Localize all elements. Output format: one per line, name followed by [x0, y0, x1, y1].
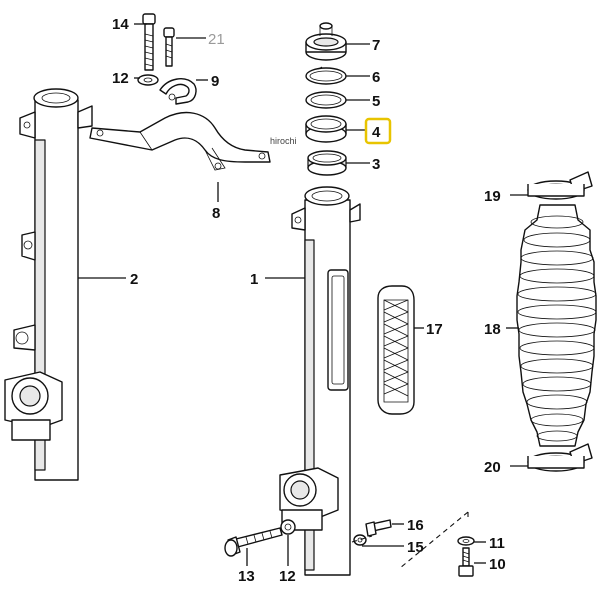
fender-bracket[interactable] [89, 111, 271, 171]
callout-21[interactable]: 21 [208, 31, 225, 48]
watermark: hirochi [270, 136, 297, 146]
washer-12-top[interactable] [137, 74, 159, 86]
screw-14[interactable] [142, 13, 156, 71]
rubber-boot-18[interactable] [516, 204, 597, 447]
assembly-line-right [351, 535, 373, 543]
callout-17[interactable]: 17 [426, 321, 443, 338]
washer-5[interactable] [305, 91, 347, 109]
fork-slider-left[interactable] [4, 88, 93, 481]
seal-7[interactable] [305, 22, 347, 61]
hose-clamp-19[interactable] [527, 171, 593, 200]
callout-2[interactable]: 2 [130, 271, 138, 288]
callout-20[interactable]: 20 [484, 459, 501, 476]
callout-4[interactable]: 4 [372, 124, 381, 141]
callout-8[interactable]: 8 [212, 205, 220, 222]
fork-slider-right[interactable] [279, 186, 362, 576]
callout-3[interactable]: 3 [372, 156, 380, 173]
assembly-bracket [399, 511, 469, 569]
bolt-10[interactable] [458, 547, 474, 577]
hose-clamp-20[interactable] [527, 443, 593, 472]
washer-11[interactable] [457, 536, 475, 546]
callout-14[interactable]: 14 [112, 16, 129, 33]
callout-19[interactable]: 19 [484, 188, 501, 205]
bolt-13[interactable] [224, 527, 283, 557]
leader-lines [78, 23, 528, 566]
screw-21[interactable] [163, 27, 175, 67]
bushing-3[interactable] [307, 150, 347, 176]
bushing-4[interactable] [305, 115, 347, 143]
screw-16[interactable] [365, 519, 392, 537]
callout-15[interactable]: 15 [407, 539, 424, 556]
callout-5[interactable]: 5 [372, 93, 380, 110]
callout-7[interactable]: 7 [372, 37, 380, 54]
callout-18[interactable]: 18 [484, 321, 501, 338]
circlip-6[interactable] [305, 66, 347, 85]
callout-9[interactable]: 9 [211, 73, 219, 90]
callout-11[interactable]: 11 [489, 535, 505, 552]
highlight-box-4 [364, 117, 392, 145]
washer-15[interactable] [353, 534, 367, 546]
washer-12-bottom[interactable] [280, 519, 296, 535]
callout-16[interactable]: 16 [407, 517, 424, 534]
callout-6[interactable]: 6 [372, 69, 380, 86]
reflector-17[interactable] [377, 285, 415, 415]
callout-12-bottom[interactable]: 12 [279, 568, 296, 585]
callout-10[interactable]: 10 [489, 556, 506, 573]
cable-clip-9[interactable] [159, 78, 197, 105]
callout-1[interactable]: 1 [250, 271, 258, 288]
callout-12-top[interactable]: 12 [112, 70, 129, 87]
callout-13[interactable]: 13 [238, 568, 255, 585]
